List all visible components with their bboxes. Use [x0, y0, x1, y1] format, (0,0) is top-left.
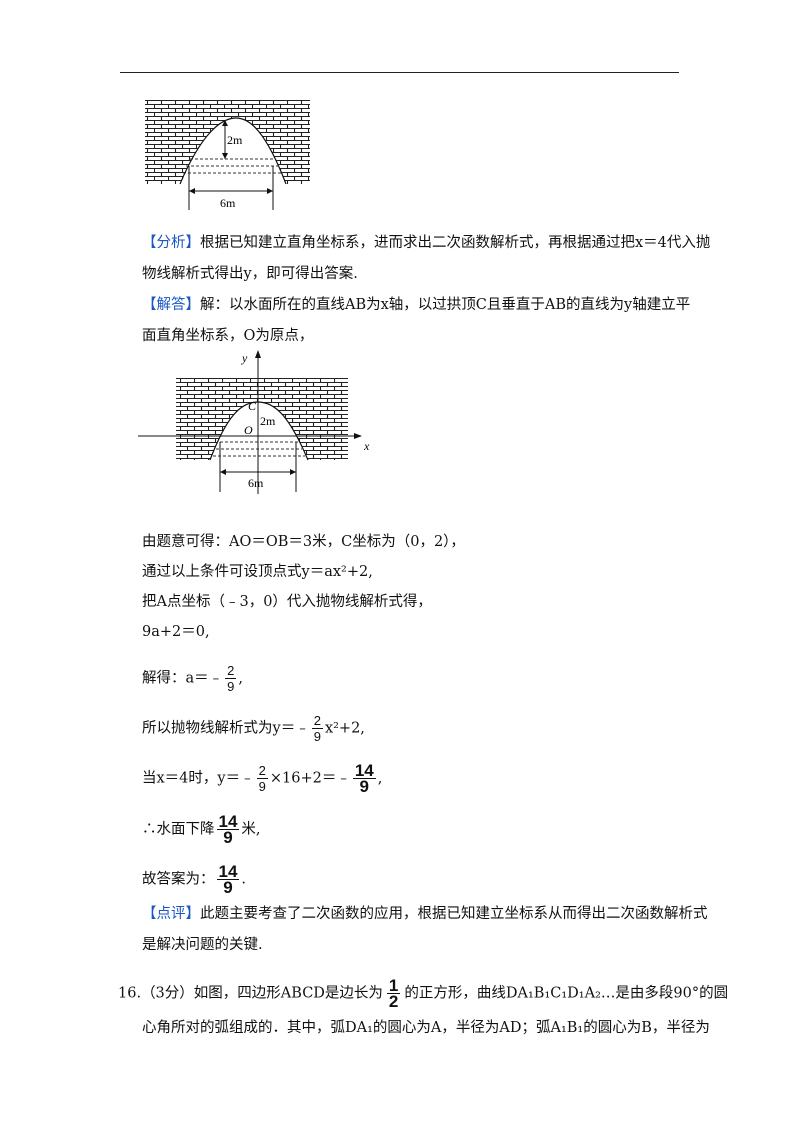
height-label: 2m	[227, 133, 243, 147]
y-axis-label: y	[241, 351, 248, 365]
solution-line-2: 面直角坐标系，O为原点，	[142, 328, 314, 344]
solution-step-4: 9a+2＝0,	[142, 624, 210, 640]
question-16-line-2: 心角所对的弧组成的．其中，弧DA₁的圆心为A，半径为AD；弧A₁B₁的圆心为B，…	[142, 1020, 710, 1036]
comment-tag: 【点评】	[142, 906, 200, 922]
solution-line-1: 【解答】解：以水面所在的直线AB为x轴，以过拱顶C且垂直于AB的直线为y轴建立平	[142, 295, 690, 315]
comment-line-2: 是解决问题的关键.	[142, 937, 263, 953]
comment-line-1: 【点评】此题主要考查了二次函数的应用，根据已知建立坐标系从而得出二次函数解析式	[142, 904, 708, 924]
width-label: 6m	[220, 196, 236, 210]
question-text-1a: 如图，四边形ABCD是边长为	[193, 985, 383, 1002]
point-c-label: C	[248, 399, 257, 413]
question-number: 16.	[118, 985, 142, 1002]
analysis-tag: 【分析】	[142, 235, 200, 251]
solution-text-1: 解：以水面所在的直线AB为x轴，以过拱顶C且垂直于AB的直线为y轴建立平	[200, 297, 691, 313]
x-axis-label: x	[363, 439, 370, 453]
analysis-line-1: 【分析】根据已知建立直角坐标系，进而求出二次函数解析式，再根据通过把x＝4代入抛	[142, 233, 710, 253]
solution-step-1: 由题意可得：AO＝OB＝3米，C坐标为（0，2），	[142, 534, 465, 550]
analysis-text-1: 根据已知建立直角坐标系，进而求出二次函数解析式，再根据通过把x＝4代入抛	[200, 235, 711, 251]
bridge-figure-1: 2m 6m	[145, 100, 310, 210]
question-text-1b: 的正方形，曲线DA₁B₁C₁D₁A₂…是由多段90°的圆	[404, 985, 729, 1002]
comment-text-1: 此题主要考查了二次函数的应用，根据已知建立坐标系从而得出二次函数解析式	[200, 906, 708, 922]
point-o-label: O	[244, 423, 253, 437]
solution-tag: 【解答】	[142, 297, 200, 313]
question-score: （3分）	[141, 985, 194, 1002]
solution-step-2: 通过以上条件可设顶点式y＝ax²+2,	[142, 564, 373, 580]
bridge-figure-2: y x C O 2m 6m	[138, 350, 370, 494]
analysis-line-2: 物线解析式得出y，即可得出答案.	[142, 266, 358, 282]
solution-step-3: 把A点坐标（﹣3，0）代入抛物线解析式得，	[142, 594, 432, 610]
width-label: 6m	[248, 476, 264, 490]
header-rule	[120, 72, 679, 73]
height-label: 2m	[260, 414, 276, 428]
